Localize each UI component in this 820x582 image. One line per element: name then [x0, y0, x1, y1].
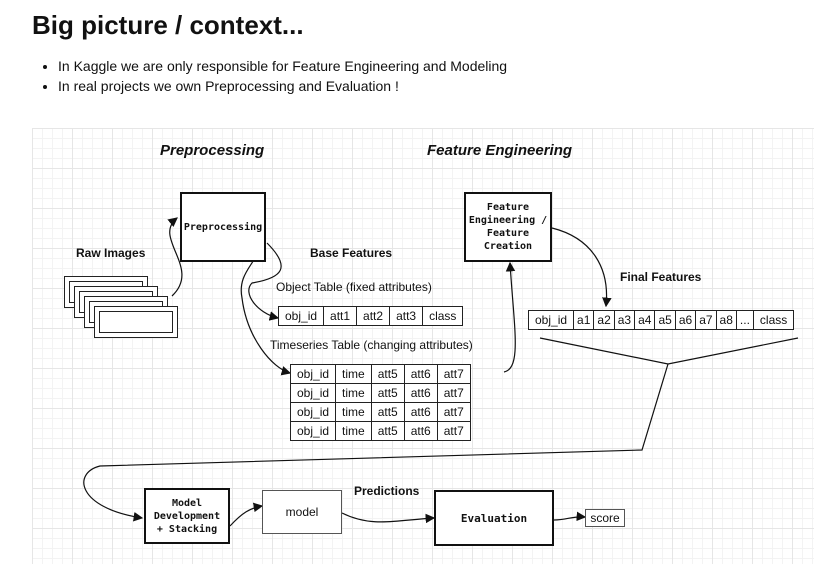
table-cell: att6: [403, 364, 438, 384]
table-cell: obj_id: [289, 383, 337, 403]
object-table: obj_id att1 att2 att3 class: [277, 306, 464, 326]
node-line: Feature: [486, 228, 530, 239]
final-features-table: obj_id a1 a2 a3 a4 a5 a6 a7 a8 ... class: [527, 310, 795, 330]
table-cell: a1: [573, 310, 595, 330]
funnel-shape: [539, 337, 799, 365]
page-title: Big picture / context...: [32, 10, 304, 40]
table-cell: time: [335, 364, 372, 384]
section-heading-preprocessing: Preprocessing: [160, 142, 265, 159]
table-cell: obj_id: [289, 421, 337, 441]
table-row: obj_id att1 att2 att3 class: [277, 306, 464, 326]
node-feature-engineering: Feature Engineering / Feature Creation: [464, 192, 552, 262]
section-heading-feature-engineering: Feature Engineering: [427, 142, 573, 159]
table-cell: att6: [403, 421, 438, 441]
label-raw-images: Raw Images: [76, 246, 146, 260]
table-cell: a5: [654, 310, 676, 330]
node-line: Development: [153, 510, 221, 522]
table-row: obj_id a1 a2 a3 a4 a5 a6 a7 a8 ... class: [527, 310, 795, 330]
raw-image: [94, 306, 178, 338]
table-cell: class: [422, 306, 464, 326]
node-line: Model: [171, 497, 203, 509]
node-score: score: [585, 509, 625, 527]
table-cell: att6: [403, 383, 438, 403]
table-cell: time: [335, 421, 372, 441]
label-base-features: Base Features: [310, 246, 393, 260]
table-cell: att5: [370, 421, 405, 441]
table-cell: att7: [436, 402, 471, 422]
bullet-item: In Kaggle we are only responsible for Fe…: [58, 56, 507, 76]
table-cell: ...: [735, 310, 754, 330]
table-cell: a3: [613, 310, 636, 330]
bullet-item: In real projects we own Preprocessing an…: [58, 76, 507, 96]
node-line: + Stacking: [156, 523, 218, 535]
table-cell: att5: [370, 383, 405, 403]
pipeline-diagram: Preprocessing Feature Engineering Raw Im…: [32, 128, 814, 564]
table-cell: obj_id: [527, 310, 575, 330]
node-model: model: [262, 490, 342, 534]
timeseries-table: obj_id time att5 att6 att7 obj_id time a…: [289, 364, 471, 441]
table-row: obj_id time att5 att6 att7: [289, 402, 471, 422]
table-cell: a4: [634, 310, 656, 330]
table-cell: a8: [715, 310, 737, 330]
arrow-evaluation-to-score: [553, 511, 587, 522]
arrow-model-to-evaluation: [341, 512, 436, 524]
table-cell: time: [335, 383, 372, 403]
table-cell: obj_id: [289, 402, 337, 422]
node-line: Creation: [483, 241, 533, 252]
arrow-modeldev-to-model: [229, 502, 264, 527]
table-cell: a6: [674, 310, 697, 330]
node-line: Engineering /: [468, 215, 548, 226]
arrow-feature-engineering-to-final: [551, 227, 612, 308]
arrow-timeseries-to-feature-engineering: [503, 261, 516, 373]
table-cell: att5: [370, 402, 405, 422]
bullet-list: In Kaggle we are only responsible for Fe…: [40, 56, 507, 96]
table-row: obj_id time att5 att6 att7: [289, 421, 471, 441]
label-final-features: Final Features: [620, 270, 702, 284]
table-cell: att6: [403, 402, 438, 422]
table-cell: att7: [436, 383, 471, 403]
node-model-development: Model Development + Stacking: [144, 488, 230, 544]
label-object-table: Object Table (fixed attributes): [276, 280, 432, 294]
table-cell: time: [335, 402, 372, 422]
node-preprocessing: Preprocessing: [180, 192, 266, 262]
table-cell: class: [752, 310, 795, 330]
table-cell: obj_id: [289, 364, 337, 384]
table-cell: att7: [436, 421, 471, 441]
table-row: obj_id time att5 att6 att7: [289, 364, 471, 384]
table-cell: att3: [389, 306, 424, 326]
table-cell: a7: [695, 310, 717, 330]
table-cell: att1: [323, 306, 358, 326]
table-cell: a2: [593, 310, 615, 330]
label-predictions: Predictions: [354, 484, 420, 498]
node-line: Feature: [486, 202, 530, 213]
node-evaluation: Evaluation: [434, 490, 554, 546]
table-row: obj_id time att5 att6 att7: [289, 383, 471, 403]
table-cell: att7: [436, 364, 471, 384]
table-cell: att2: [356, 306, 391, 326]
label-timeseries-table: Timeseries Table (changing attributes): [270, 338, 473, 352]
table-cell: att5: [370, 364, 405, 384]
table-cell: obj_id: [277, 306, 325, 326]
